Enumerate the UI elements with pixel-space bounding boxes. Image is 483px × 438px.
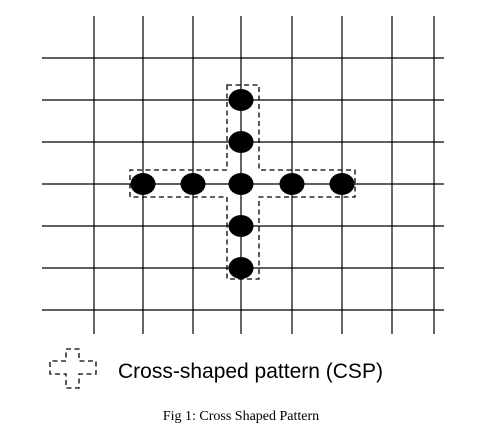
pattern-node <box>329 173 355 195</box>
legend-label: Cross-shaped pattern (CSP) <box>118 360 383 383</box>
pattern-node <box>228 215 254 237</box>
csp-dashed-outline <box>129 84 356 280</box>
legend: Cross-shaped pattern (CSP) <box>49 348 383 389</box>
figure-caption: Fig 1: Cross Shaped Pattern <box>163 409 319 424</box>
pattern-node <box>130 173 156 195</box>
pattern-node <box>228 89 254 111</box>
center-node <box>228 173 254 195</box>
pattern-node <box>228 257 254 279</box>
pattern-node <box>228 131 254 153</box>
pattern-node <box>279 173 305 195</box>
pattern-nodes <box>130 89 355 279</box>
pattern-node <box>180 173 206 195</box>
dashed-cross-icon <box>49 348 97 389</box>
